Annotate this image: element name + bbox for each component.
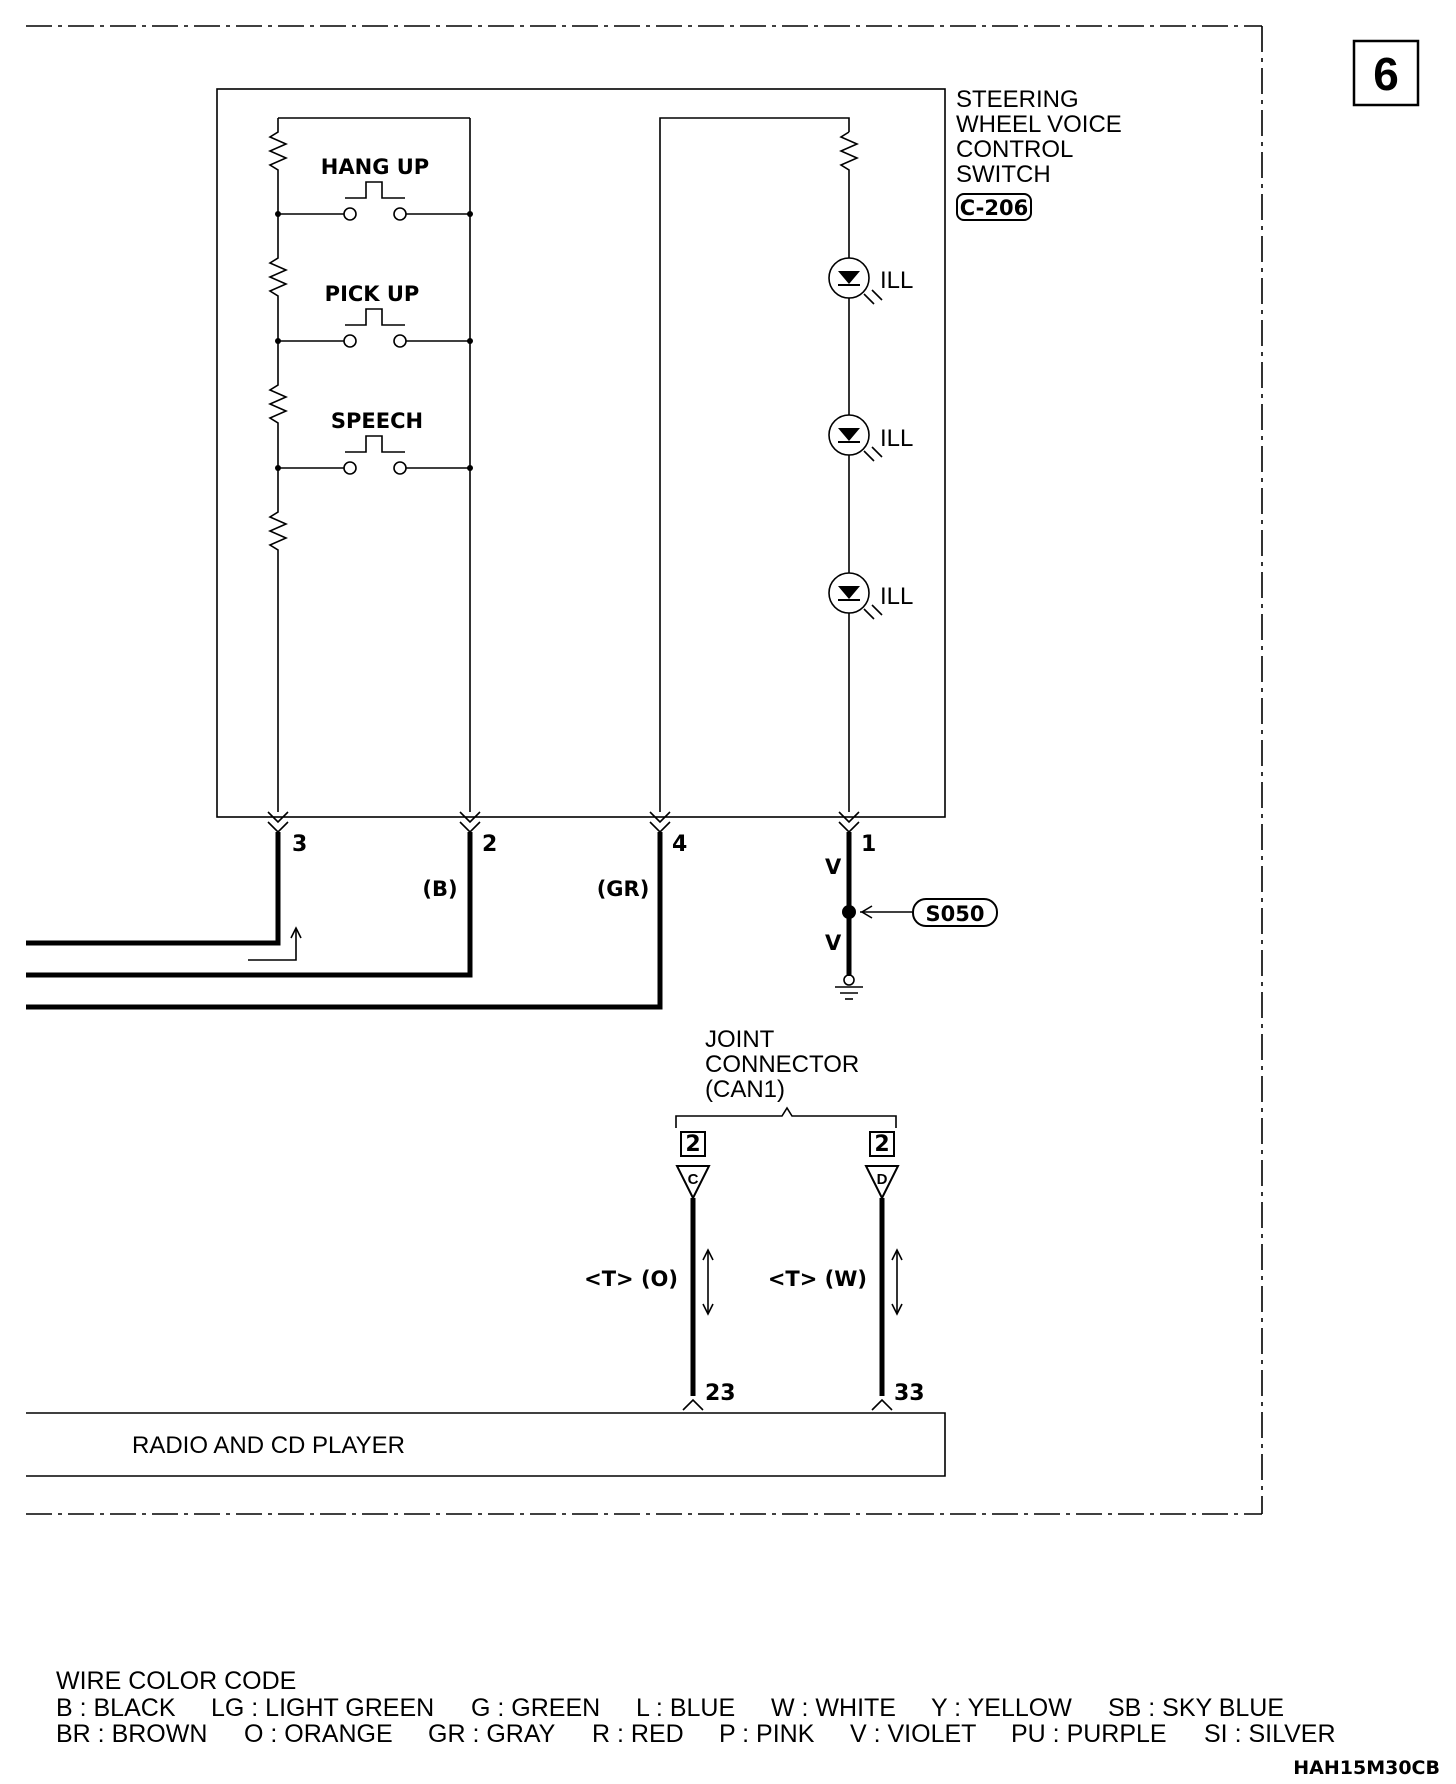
joint-right-number: 2	[874, 1132, 889, 1157]
ground-branch: V V S050	[825, 832, 998, 1000]
joint-right-wire: <T> (W)	[768, 1267, 867, 1291]
joint-left-letter: C	[688, 1171, 699, 1188]
ill-led-3: ILL	[828, 572, 913, 620]
switch-body-outline	[216, 88, 946, 818]
pin-4-label: 4	[672, 832, 687, 857]
pick-up-switch: PICK UP	[275, 282, 473, 348]
speech-label: SPEECH	[331, 409, 423, 433]
ill-label-3: ILL	[880, 583, 913, 610]
legend-row-2: BR : BROWN O : ORANGE GR : GRAY R : RED …	[56, 1720, 1336, 1748]
ill-label-1: ILL	[880, 267, 913, 294]
button-ladder: HANG UP PICK UP SPEECH	[268, 117, 473, 812]
page-number-box: 6	[1352, 39, 1420, 107]
switch-title: STEERING WHEEL VOICE CONTROL SWITCH	[956, 86, 1128, 188]
section-boundary	[26, 25, 1263, 1515]
joint-connector-title: JOINT CONNECTOR (CAN1)	[705, 1026, 866, 1103]
joint-left-wire: <T> (O)	[584, 1267, 678, 1291]
pick-up-label: PICK UP	[325, 282, 420, 306]
ill-label-2: ILL	[880, 425, 913, 452]
pin4-wire-color: (GR)	[597, 877, 650, 901]
connector-pins: 3 2 4 1	[267, 811, 876, 857]
pin-2-label: 2	[482, 832, 497, 857]
svg-text:C-206: C-206	[960, 196, 1028, 220]
legend-row-1: B : BLACK LG : LIGHT GREEN G : GREEN L :…	[56, 1694, 1284, 1722]
joint-connector: JOINT CONNECTOR (CAN1) 2 C 2 D <T> (O) <…	[584, 1026, 925, 1411]
illumination-branch: ILL ILL ILL	[659, 117, 913, 812]
joint-right-letter: D	[877, 1171, 888, 1188]
pin1-wire-color-lower: V	[825, 931, 842, 955]
ill-led-2: ILL	[828, 414, 913, 462]
hang-up-label: HANG UP	[321, 155, 429, 179]
image-code: HAH15M30CB	[1293, 1757, 1440, 1779]
speech-switch: SPEECH	[275, 409, 473, 475]
radio-pin-23: 23	[705, 1381, 736, 1406]
ill-led-1: ILL	[828, 257, 913, 305]
pin-3-label: 3	[292, 832, 307, 857]
pin2-wire-color: (B)	[422, 877, 457, 901]
joint-left-number: 2	[685, 1132, 700, 1157]
harness-wires: (B) (GR)	[26, 832, 663, 1010]
splice-label: S050	[926, 902, 985, 926]
hang-up-switch: HANG UP	[275, 155, 473, 221]
radio-pin-33: 33	[894, 1381, 925, 1406]
wire-color-legend: WIRE COLOR CODE B : BLACK LG : LIGHT GRE…	[56, 1667, 1336, 1748]
radio-cd-player: RADIO AND CD PLAYER	[26, 1412, 946, 1477]
legend-title: WIRE COLOR CODE	[56, 1667, 296, 1695]
pin-1-label: 1	[861, 832, 876, 857]
radio-label: RADIO AND CD PLAYER	[132, 1432, 405, 1459]
pin1-wire-color-upper: V	[825, 855, 842, 879]
page-number: 6	[1373, 48, 1399, 100]
switch-connector-tag: C-206	[956, 193, 1032, 221]
